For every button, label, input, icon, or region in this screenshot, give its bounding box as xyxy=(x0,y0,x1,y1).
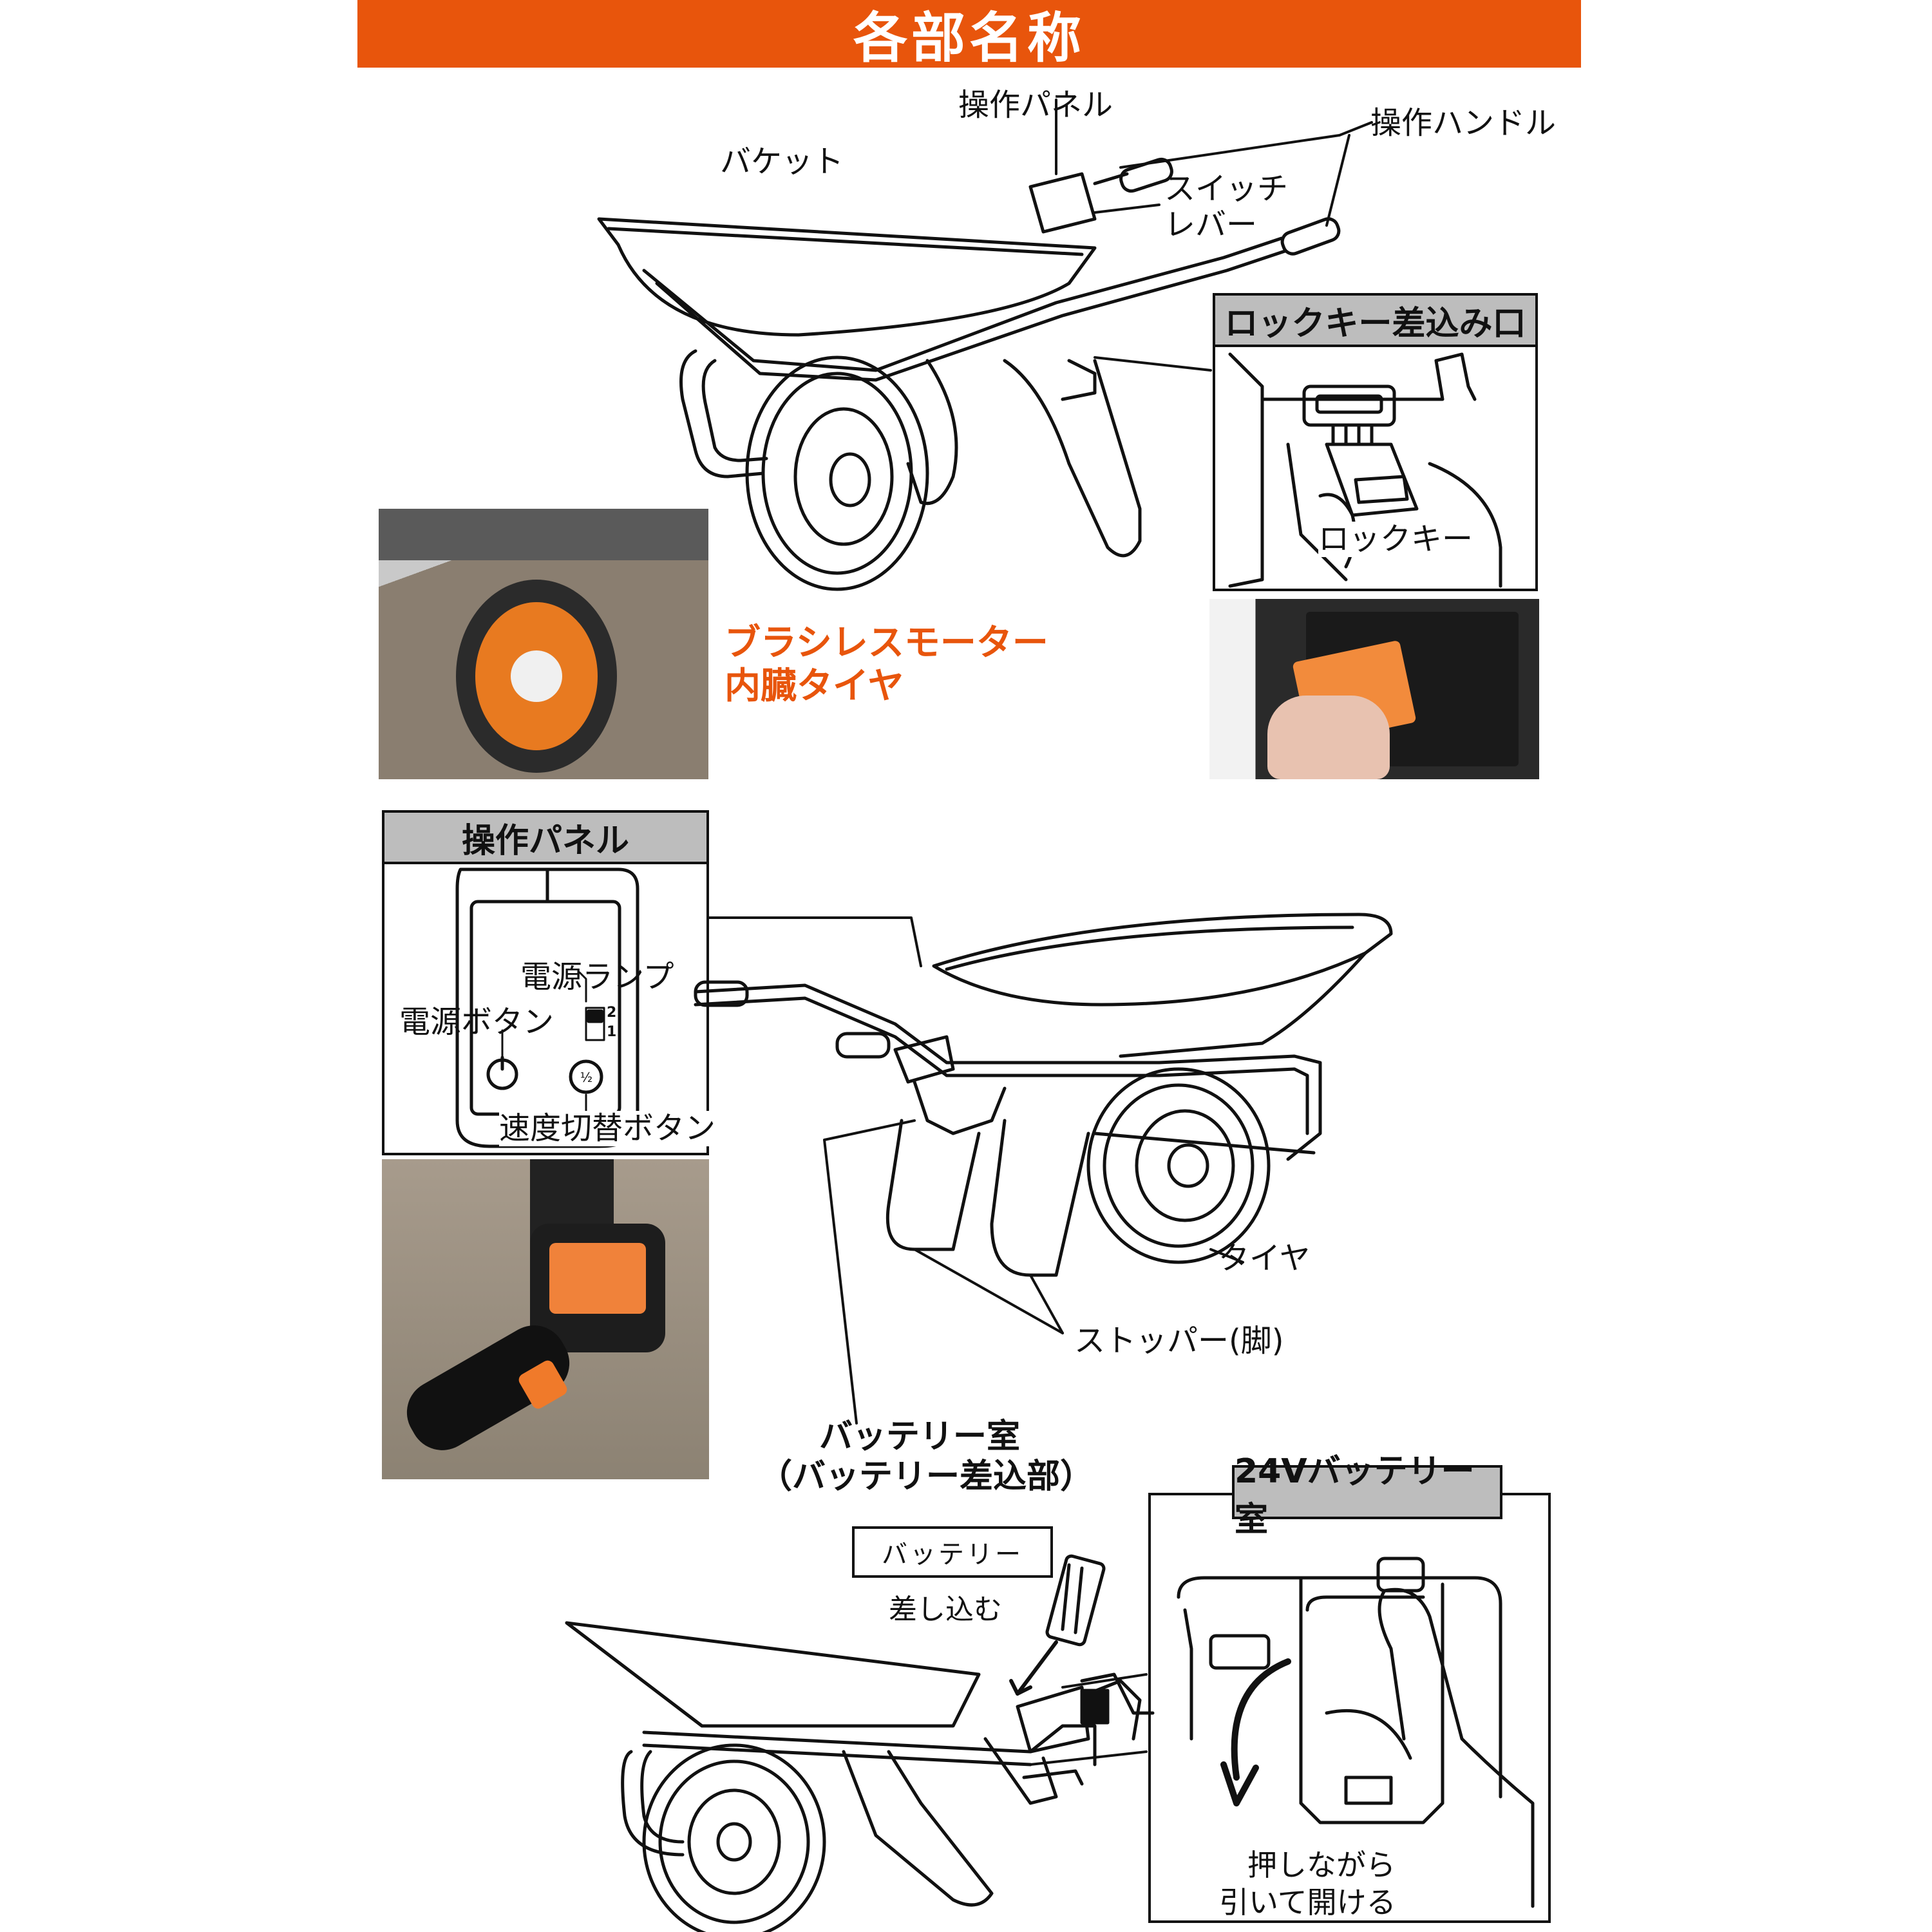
battery-tag-label: バッテリー xyxy=(882,1540,1023,1569)
push-open-label-line2: 引いて開ける xyxy=(1219,1885,1396,1920)
middle-wheelbarrow-drawing xyxy=(694,913,1393,1425)
battery-inset-drawing xyxy=(1177,1557,1535,1908)
bottom-wheelbarrow-drawing xyxy=(565,1554,1155,1932)
panel-box-frame xyxy=(382,862,709,1155)
lock-key-inset-drawing xyxy=(1228,352,1502,588)
power-button-icon xyxy=(485,1061,520,1090)
finger-photo-part xyxy=(1267,696,1390,779)
panel-box-title: 操作パネル xyxy=(461,821,629,860)
brushless-label-line2: 内臓タイヤ xyxy=(724,665,904,707)
speed-button-label: 速度切替ボタン xyxy=(499,1110,716,1147)
orange-panel-photo-part xyxy=(549,1243,646,1314)
battery-tag: バッテリー xyxy=(852,1526,1053,1578)
lamp-level-2: 2 xyxy=(607,1005,617,1021)
operation-panel-label: 操作パネル xyxy=(958,87,1113,123)
top-wheelbarrow-drawing xyxy=(597,99,1373,591)
title-banner: 各部名称 xyxy=(357,0,1581,70)
tire-label: タイヤ xyxy=(1218,1240,1311,1276)
page-title: 各部名称 xyxy=(853,6,1085,70)
battery-box-title-top: 24Vバッテリー室 xyxy=(1235,1452,1475,1539)
speed-toggle-icon: ½ xyxy=(580,1070,593,1085)
lock-key-slot-frame xyxy=(1213,345,1538,591)
bucket-label: バケット xyxy=(720,144,844,180)
handle-photo xyxy=(382,1159,709,1479)
power-lamp-label: 電源ランプ xyxy=(520,959,674,995)
push-open-label-line1: 押しながら xyxy=(1247,1848,1396,1882)
lock-key-label: ロックキー xyxy=(1318,521,1473,558)
bucket-photo-part xyxy=(379,509,708,560)
lock-key-photo xyxy=(1209,599,1539,779)
brushless-label-line1: ブラシレスモーター xyxy=(724,622,1048,664)
battery-room-label-line1: バッテリー室 xyxy=(819,1417,1020,1456)
insert-label: 差し込む xyxy=(889,1593,1002,1626)
switch-lever-label-line2: レバー xyxy=(1164,207,1258,243)
lock-key-slot-header: ロックキー差込み口 xyxy=(1213,293,1538,347)
lock-key-slot-title: ロックキー差込み口 xyxy=(1224,304,1526,343)
panel-box-header: 操作パネル xyxy=(382,810,709,864)
battery-box-header-top: 24Vバッテリー室 xyxy=(1232,1452,1502,1539)
operation-handle-label: 操作ハンドル xyxy=(1370,105,1557,141)
switch-lever-label-line1: スイッチ xyxy=(1164,171,1289,207)
battery-room-label-line2: （バッテリー差込部） xyxy=(759,1457,1094,1496)
stopper-label: ストッパー(脚) xyxy=(1074,1323,1284,1359)
power-button-label: 電源ボタン xyxy=(399,1004,554,1040)
lamp-level-1: 1 xyxy=(607,1024,617,1040)
hub-center-photo-part xyxy=(511,650,562,702)
brushless-motor-photo xyxy=(379,509,708,779)
